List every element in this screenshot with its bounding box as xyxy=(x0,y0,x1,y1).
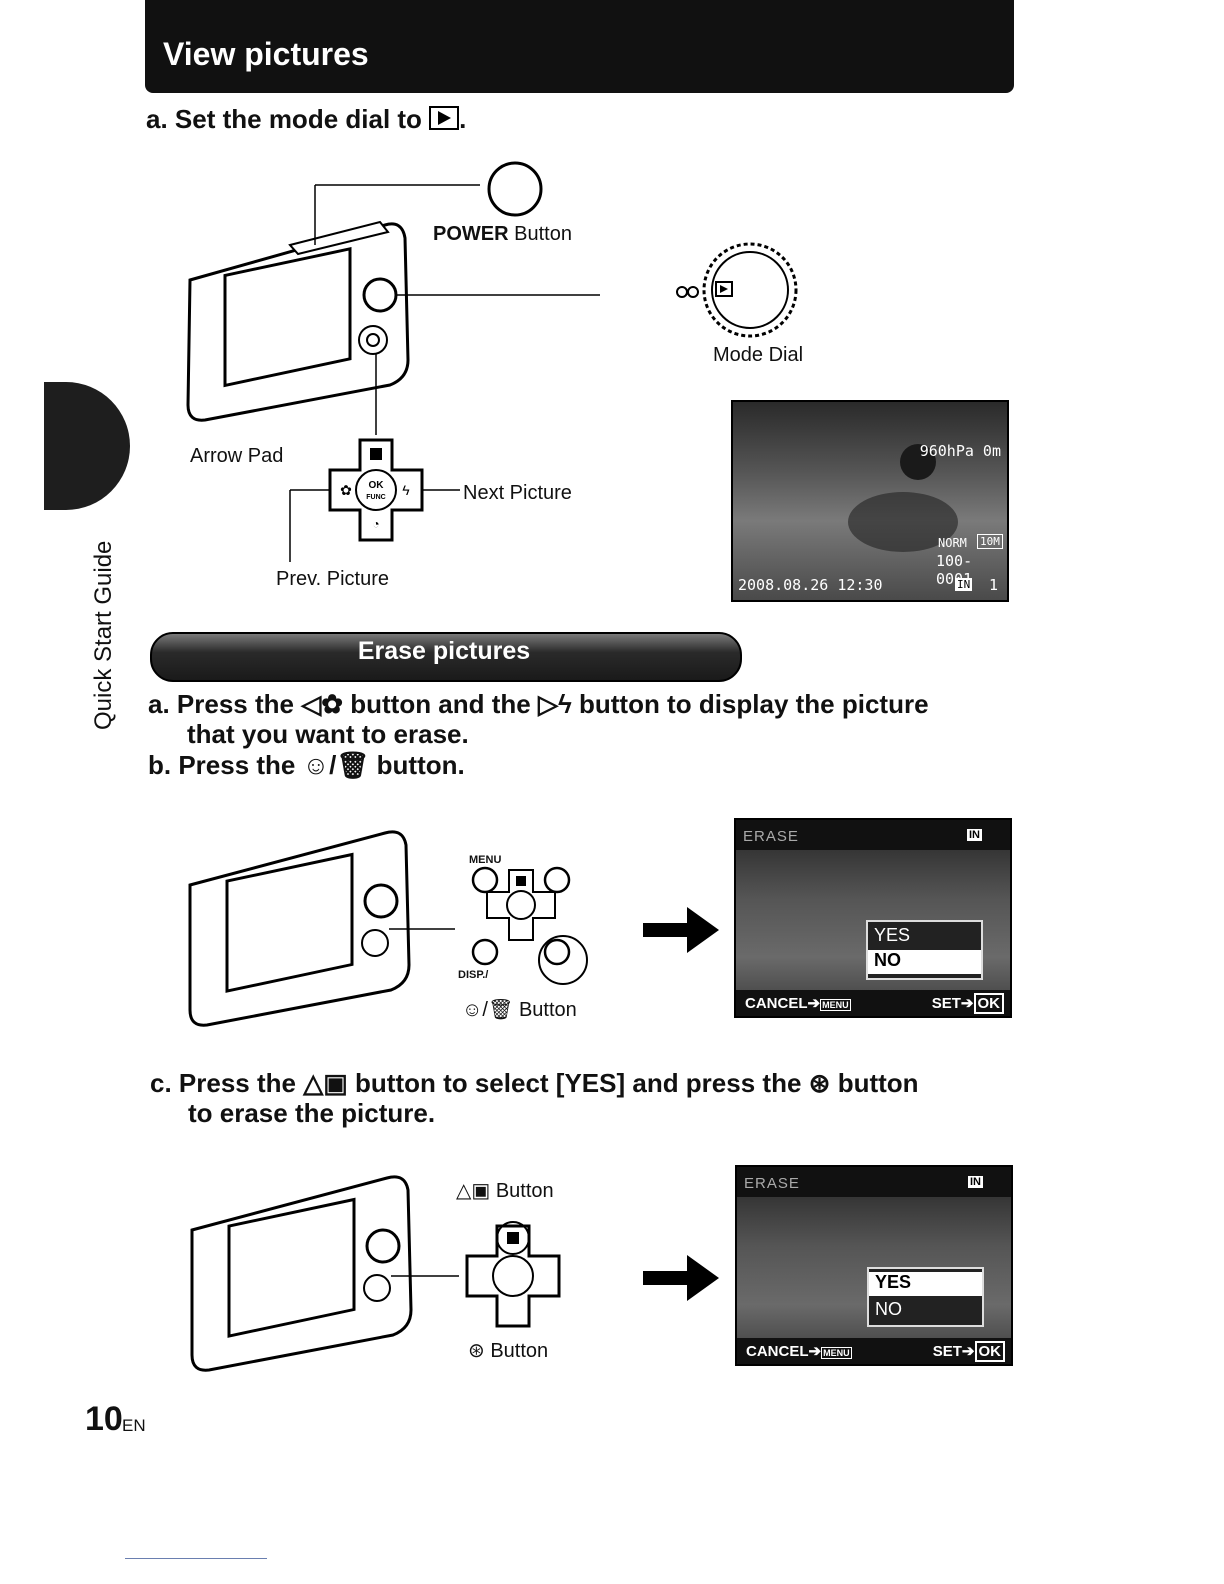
mode-dial-label: Mode Dial xyxy=(713,344,804,366)
erase-menu: YES NO xyxy=(866,920,983,980)
erase-menu: YES NO xyxy=(867,1267,984,1327)
cancel-hint: CANCEL➔MENU xyxy=(746,1343,852,1360)
func-text: FUNC xyxy=(366,494,385,501)
svg-text:✿: ✿ xyxy=(340,482,352,498)
erase-screen-no: ERASE IN YES NO CANCEL➔MENU SET➔OK xyxy=(734,818,1012,1018)
mode-dial-icon xyxy=(676,242,798,338)
section-title: View pictures xyxy=(163,36,369,72)
svg-text:◔: ◔ xyxy=(372,517,379,531)
datetime-readout: 2008.08.26 12:30 xyxy=(738,576,883,594)
ok-text: OK xyxy=(369,480,385,491)
playback-icon xyxy=(429,106,460,131)
camera-back-illustration-3 xyxy=(190,1175,561,1372)
erase-section-pill xyxy=(150,632,742,682)
erase-section-title: Erase pictures xyxy=(357,637,531,665)
erase-step-c-line1: c. Press the △▣ button to select [YES] a… xyxy=(150,1068,919,1098)
next-picture-label: Next Picture xyxy=(463,482,572,504)
erase-step-a-line1: a. Press the ◁✿ button and the ▷ϟ button… xyxy=(148,689,929,719)
page-language: EN xyxy=(122,1416,146,1435)
camera-back-illustration: OK FUNC ✿ ϟ ◔ xyxy=(186,184,600,562)
help-erase-icon: ☺/🗑 xyxy=(302,750,370,780)
ok-func-icon: ⊛ xyxy=(468,1340,485,1362)
set-hint: SET➔OK xyxy=(932,993,1004,1014)
svg-text:ϟ: ϟ xyxy=(402,482,410,498)
up-exposure-icon: △▣ xyxy=(303,1068,348,1098)
erase-screen-title: ERASE xyxy=(744,1175,800,1192)
ok-func-icon: ⊛ xyxy=(808,1068,831,1098)
menu-yes[interactable]: YES xyxy=(874,925,911,945)
arrow-pad-label: Arrow Pad xyxy=(190,445,284,467)
erase-step-c-line2: to erase the picture. xyxy=(188,1098,436,1128)
footer-rule xyxy=(125,1558,267,1559)
right-arrow-icon-2 xyxy=(643,1255,719,1301)
memory-badge: IN xyxy=(955,578,973,591)
memory-badge: IN xyxy=(968,1176,983,1188)
frame-count: 1 xyxy=(989,576,999,594)
camera-back-illustration-2 xyxy=(188,830,588,1027)
side-tab-label: Quick Start Guide xyxy=(90,540,117,730)
ok-button-caption: ⊛ Button xyxy=(468,1340,549,1362)
erase-button-caption: ☺/🗑 Button xyxy=(462,999,577,1021)
power-button-icon xyxy=(487,161,543,217)
up-exposure-icon: △▣ xyxy=(456,1180,491,1202)
playback-screen: 960hPa 0m NORM 10M 100-0001 2008.08.26 1… xyxy=(731,400,1009,602)
menu-no[interactable]: NO xyxy=(875,1299,902,1319)
up-button-caption: △▣ Button xyxy=(456,1180,554,1202)
side-tab-marker xyxy=(44,382,130,510)
section-header-bar xyxy=(145,0,1014,93)
right-arrow-icon xyxy=(643,907,719,953)
help-erase-icon: ☺/🗑 xyxy=(462,999,514,1021)
quality-readout: NORM xyxy=(938,536,967,550)
power-button-label: POWER Button xyxy=(433,223,572,245)
prev-picture-label: Prev. Picture xyxy=(276,568,389,590)
menu-no-selected[interactable]: NO xyxy=(868,950,981,974)
menu-yes-selected[interactable]: YES xyxy=(869,1272,982,1296)
memory-badge: IN xyxy=(967,829,982,841)
erase-step-a-line2: that you want to erase. xyxy=(187,719,469,749)
pressure-readout: 960hPa 0m xyxy=(919,442,1001,460)
erase-screen-title: ERASE xyxy=(743,828,799,845)
set-hint: SET➔OK xyxy=(933,1341,1005,1362)
disp-button-label: DISP./ xyxy=(458,969,489,981)
menu-button-label: MENU xyxy=(469,854,502,866)
cancel-hint: CANCEL➔MENU xyxy=(745,995,851,1012)
left-arrow-macro-icon: ◁✿ xyxy=(301,689,343,719)
erase-screen-yes: ERASE IN YES NO CANCEL➔MENU SET➔OK xyxy=(735,1165,1013,1366)
right-arrow-flash-icon: ▷ϟ xyxy=(537,689,572,719)
erase-step-b: b. Press the ☺/🗑 button. xyxy=(148,750,465,780)
view-step-a: a. Set the mode dial to . xyxy=(146,104,467,134)
image-size-badge: 10M xyxy=(977,534,1003,549)
page-number: 10 xyxy=(85,1400,123,1438)
